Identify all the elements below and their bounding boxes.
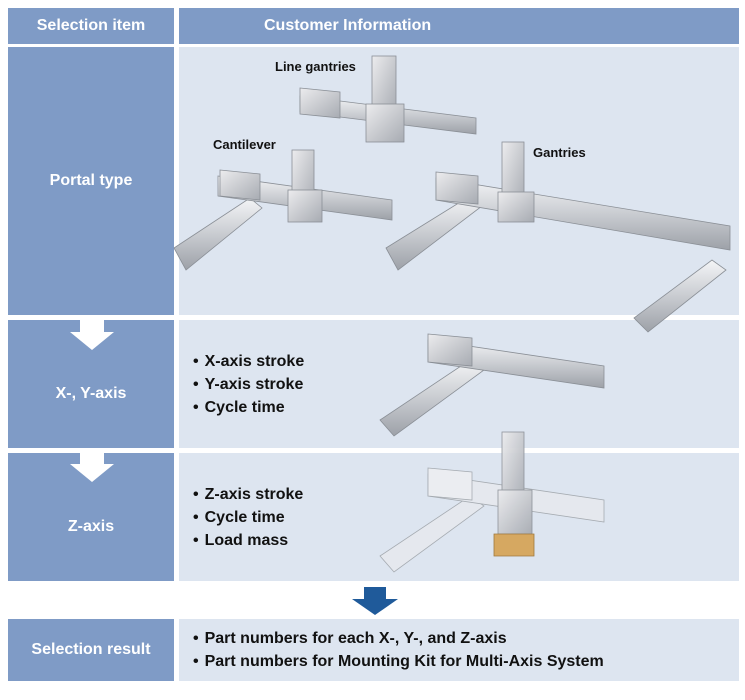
row-result-label: Selection result	[8, 619, 174, 681]
xy-axis-illustration	[379, 333, 605, 437]
label-cantilever: Cantilever	[213, 137, 276, 152]
result-arrow-icon	[352, 587, 398, 615]
result-item: Part numbers for each X-, Y-, and Z-axis	[193, 627, 604, 650]
z-item: Z-axis stroke	[193, 483, 304, 506]
header-col1-text: Selection item	[36, 17, 146, 34]
xy-item: X-axis stroke	[193, 350, 305, 373]
z-bullet-list: Z-axis stroke Cycle time Load mass	[193, 483, 304, 552]
label-line-gantries: Line gantries	[275, 59, 356, 74]
xy-label-text: X-, Y-axis	[55, 385, 127, 402]
portal-label-text: Portal type	[49, 172, 133, 189]
z-item: Cycle time	[193, 506, 303, 529]
xy-item: Cycle time	[193, 396, 304, 419]
row-z-label: Z-axis	[8, 453, 174, 581]
xy-item: Y-axis stroke	[193, 373, 304, 396]
z-axis-illustration	[379, 431, 605, 573]
flow-arrow-icon	[70, 452, 114, 482]
line-gantry-illustration	[299, 55, 477, 143]
header-customer-information: Customer Information	[179, 8, 739, 44]
cantilever-illustration	[173, 149, 393, 271]
result-label-text: Selection result	[31, 641, 151, 658]
z-label-text: Z-axis	[67, 518, 115, 535]
label-gantries: Gantries	[533, 145, 586, 160]
header-selection-item: Selection item	[8, 8, 174, 44]
z-item: Load mass	[193, 529, 303, 552]
row-portal-label: Portal type	[8, 47, 174, 315]
gantry-illustration	[385, 141, 731, 333]
result-item: Part numbers for Mounting Kit for Multi-…	[193, 650, 604, 673]
result-bullet-list: Part numbers for each X-, Y-, and Z-axis…	[193, 627, 604, 673]
flow-arrow-icon	[70, 318, 114, 350]
xy-bullet-list: X-axis stroke Y-axis stroke Cycle time	[193, 350, 305, 419]
header-col2-text: Customer Information	[264, 17, 432, 34]
row-result-panel: Part numbers for each X-, Y-, and Z-axis…	[179, 619, 739, 681]
